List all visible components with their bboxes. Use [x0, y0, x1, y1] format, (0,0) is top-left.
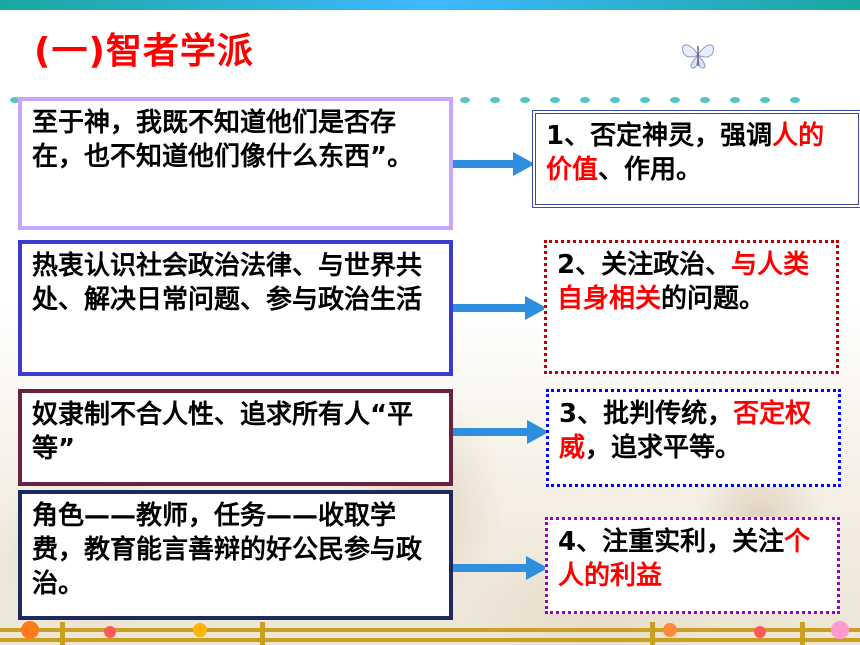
right-box-4: 4、注重实利，关注个人的利益 — [545, 517, 840, 614]
right-box-3: 3、批判传统，否定权威，追求平等。 — [546, 389, 841, 487]
right-box-2: 2、关注政治、与人类自身相关的问题。 — [544, 240, 839, 374]
right-box-1: 1、否定神灵，强调人的价值、作用。 — [532, 110, 860, 208]
arrow-right-icon — [453, 296, 547, 320]
right-box-2-post: 的问题。 — [661, 283, 766, 314]
right-box-1-post: 、作用。 — [598, 154, 703, 185]
left-box-4: 角色——教师，任务——收取学费，教育能言善辩的好公民参与政治。 — [18, 490, 453, 620]
page-title: (一)智者学派 — [34, 31, 254, 72]
right-box-2-pre: 2、关注政治、 — [557, 250, 732, 280]
right-box-1-pre: 1、否定神灵，强调 — [546, 121, 773, 151]
right-box-3-post: ，追求平等。 — [585, 432, 742, 463]
right-box-3-pre: 3、批判传统， — [559, 399, 734, 429]
decorative-fence — [0, 621, 860, 645]
right-box-3-highlight: 否定权威 — [559, 399, 812, 463]
top-bar — [0, 0, 860, 10]
arrow-right-icon — [453, 420, 549, 444]
right-box-4-highlight: 个人的利益 — [558, 527, 811, 591]
right-box-1-highlight: 人的价值 — [546, 121, 825, 185]
left-box-2: 热衷认识社会政治法律、与世界共处、解决日常问题、参与政治生活 — [18, 240, 453, 376]
left-box-1: 至于神，我既不知道他们是否存在，也不知道他们像什么东西”。 — [18, 97, 453, 230]
left-box-3: 奴隶制不合人性、追求所有人“平等” — [18, 389, 453, 486]
butterfly-icon — [681, 44, 715, 69]
arrow-right-icon — [453, 556, 548, 580]
right-box-2-highlight: 与人类自身相关 — [557, 250, 810, 314]
arrow-right-icon — [453, 152, 535, 176]
right-box-4-pre: 4、注重实利，关注 — [558, 527, 785, 557]
